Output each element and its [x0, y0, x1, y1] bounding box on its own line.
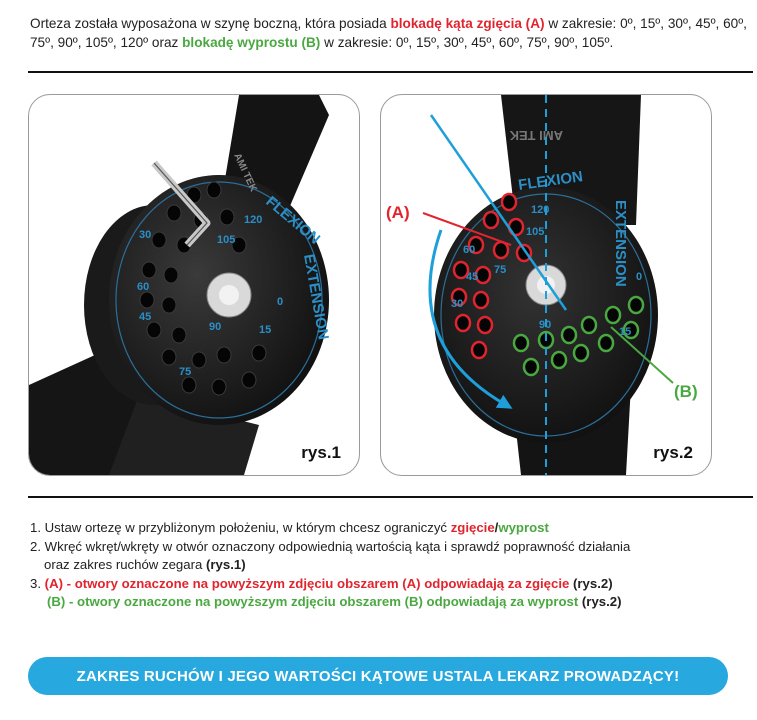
rotation-arrow-icon [428, 229, 513, 409]
extension-lock-text: blokadę wyprostu (B) [182, 35, 321, 50]
angle2-30: 30 [451, 298, 463, 310]
step-1: 1. Ustaw ortezę w przybliżonym położeniu… [30, 519, 630, 538]
top-divider [28, 71, 753, 73]
step-2-cont: oraz zakres ruchów zegara (rys.1) [30, 556, 630, 575]
step-3a-ref: (rys.2) [569, 575, 613, 591]
angle-numbers-2: 120 105 90 75 60 45 30 15 0 [451, 204, 642, 338]
pointer-A [422, 212, 512, 246]
hinge-photo-2: AMI TEK FLEXION EXTENSION 120 [386, 95, 698, 475]
angle2-45: 45 [466, 271, 478, 283]
figure-1-caption: rys.1 [301, 443, 341, 462]
angle-30: 30 [139, 229, 151, 241]
flexion-holes-A [450, 192, 533, 360]
intro-paragraph: Orteza została wyposażona w szynę boczną… [30, 14, 750, 52]
allen-key-outline [153, 162, 208, 246]
step-1-separator: / [494, 520, 499, 535]
lower-bar-shadow-1 [109, 395, 259, 475]
hinge-disc-2 [434, 187, 658, 443]
angle-numbers-1: 120 105 90 75 60 45 30 15 0 [137, 214, 283, 378]
angle-90: 90 [209, 321, 221, 333]
step-3-number: 3. [30, 575, 45, 591]
angle-45: 45 [139, 311, 151, 323]
screw-highlight-1 [219, 285, 239, 305]
step-2: 2. Wkręć wkręt/wkręty w otwór oznaczony … [30, 538, 631, 554]
angle2-0: 0 [636, 271, 642, 283]
step-3b: (B) - otwory oznaczone na powyższym zdję… [30, 593, 630, 612]
brand-label-2: AMI TEK [509, 128, 563, 143]
figure-1: FLEXION EXTENSION AMI TEK 120 105 90 75 … [28, 94, 360, 476]
figure-2: AMI TEK FLEXION EXTENSION 120 [380, 94, 712, 476]
extension-label-2: EXTENSION [612, 200, 629, 287]
step-1-flexion: zgięcie [450, 520, 495, 535]
angle-120: 120 [244, 214, 262, 226]
step-3a: 3. (A) - otwory oznaczone na powyższym z… [30, 575, 630, 594]
middle-divider [28, 496, 753, 498]
label-A: (A) [386, 203, 410, 222]
angle-0: 0 [277, 296, 283, 308]
step-2-text: oraz zakres ruchów zegara [44, 557, 206, 572]
instruction-steps: 1. Ustaw ortezę w przybliżonym położeniu… [30, 519, 630, 612]
reference-line [429, 114, 568, 311]
label-B: (B) [674, 382, 698, 401]
step-3a-text: (A) - otwory oznaczone na powyższym zdję… [44, 575, 570, 591]
angle2-105: 105 [526, 226, 544, 238]
figure-2-caption: rys.2 [653, 443, 693, 462]
angle-75: 75 [179, 366, 191, 378]
step-3b-ref: (rys.2) [578, 594, 622, 609]
angle-60: 60 [137, 281, 149, 293]
step-1-extension: wyprost [498, 520, 549, 535]
hinge-photo-1: FLEXION EXTENSION AMI TEK 120 105 90 75 … [29, 95, 332, 475]
flexion-lock-text: blokadę kąta zgięcia (A) [390, 16, 545, 31]
angle2-120: 120 [531, 204, 549, 216]
angle-105: 105 [217, 234, 235, 246]
step-1-text: 1. Ustaw ortezę w przybliżonym położeniu… [30, 520, 451, 535]
step-2-ref: (rys.1) [206, 557, 246, 572]
angle2-60: 60 [463, 244, 475, 256]
intro-text-1: Orteza została wyposażona w szynę boczną… [30, 16, 391, 31]
disc-ring-1 [115, 181, 323, 419]
pointer-B [610, 326, 674, 384]
doctor-notice-banner: ZAKRES RUCHÓW I JEGO WARTOŚCI KĄTOWE UST… [28, 657, 728, 695]
angle-15: 15 [259, 324, 271, 336]
angle2-15: 15 [619, 326, 631, 338]
step-3b-text: (B) - otwory oznaczone na powyższym zdję… [47, 594, 579, 609]
intro-text-2: w zakresie: 0º, 15º, 30º, 45º, 60º, 75º,… [30, 16, 747, 50]
intro-text-3: w zakresie: 0º, 15º, 30º, 45º, 60º, 75º,… [320, 35, 614, 50]
angle2-75: 75 [494, 264, 506, 276]
